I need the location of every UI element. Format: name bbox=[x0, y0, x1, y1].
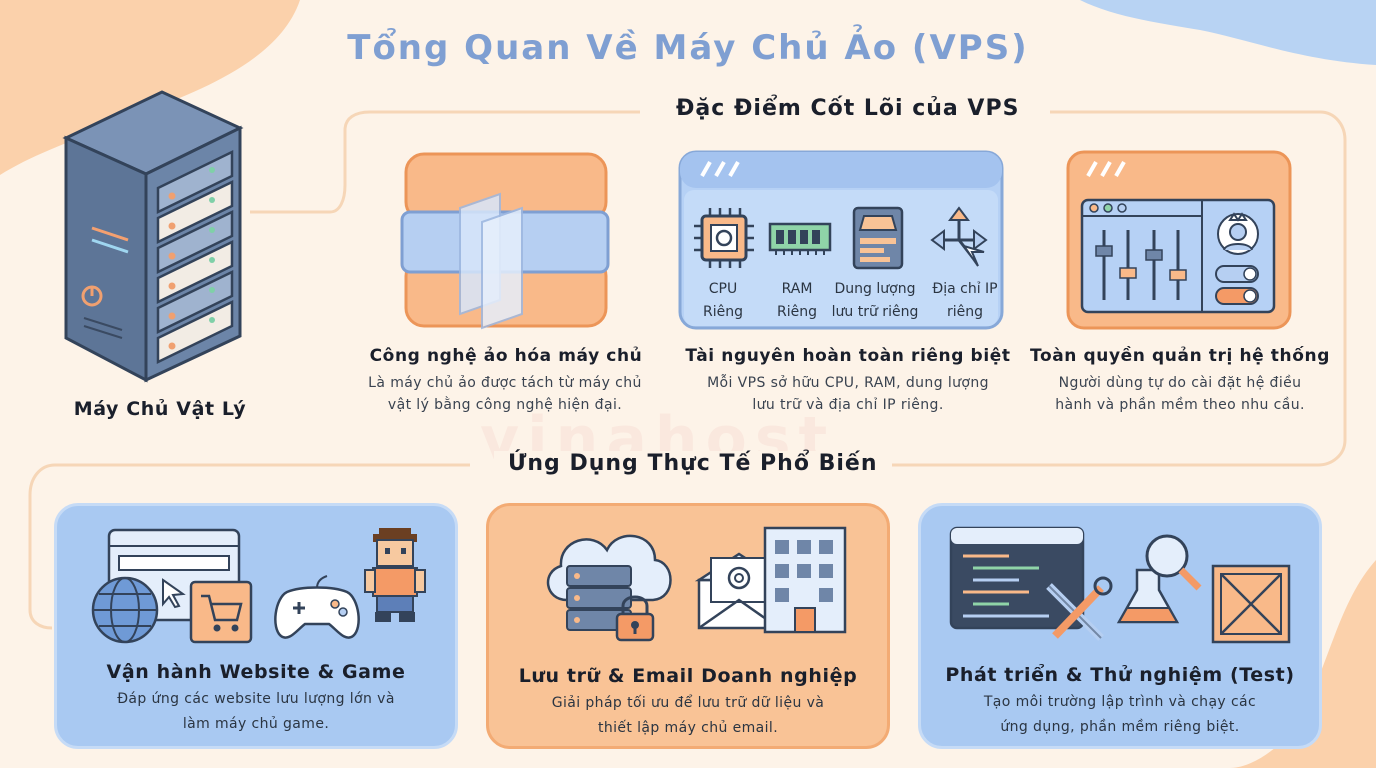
app-card-title-website-game: Vận hành Website & Game bbox=[106, 661, 406, 683]
pixel-character-icon bbox=[364, 528, 426, 622]
code-editor-icon bbox=[949, 526, 1085, 630]
virtualization-icon bbox=[400, 152, 610, 330]
padlock-icon bbox=[615, 595, 655, 642]
app-card-title-storage-email: Lưu trữ & Email Doanh nghiệp bbox=[518, 665, 858, 687]
apps-section-heading: Ứng Dụng Thực Tế Phổ Biến bbox=[494, 451, 892, 476]
admin-control-panel-icon bbox=[1066, 150, 1292, 330]
wrench-screwdriver-icon bbox=[1046, 576, 1113, 641]
office-building-icon bbox=[763, 526, 847, 634]
cloud-storage-icon bbox=[546, 534, 672, 631]
physical-server-icon bbox=[62, 90, 244, 383]
flask-magnifier-icon bbox=[1116, 534, 1202, 624]
globe-icon bbox=[91, 576, 159, 644]
page-title: Tổng Quan Về Máy Chủ Ảo (VPS) bbox=[347, 28, 1029, 68]
feature-title-resources: Tài nguyên hoàn toàn riêng biệt bbox=[685, 346, 1011, 366]
app-card-storage-email: Lưu trữ & Email Doanh nghiệp Giải pháp t… bbox=[486, 503, 890, 749]
app-card-dev-test: Phát triển & Thử nghiệm (Test) Tạo môi t… bbox=[918, 503, 1322, 749]
ram-icon bbox=[768, 222, 832, 255]
cpu-icon bbox=[694, 208, 754, 268]
app-card-title-dev-test: Phát triển & Thử nghiệm (Test) bbox=[945, 664, 1295, 686]
feature-title-virtualization: Công nghệ ảo hóa máy chủ bbox=[369, 346, 643, 366]
gamepad-icon bbox=[274, 575, 360, 639]
resource-panel bbox=[678, 150, 1004, 330]
ip-routing-icon bbox=[930, 206, 988, 267]
app-card-website-game: Vận hành Website & Game Đáp ứng các webs… bbox=[54, 503, 458, 749]
shopping-cart-icon bbox=[189, 580, 253, 644]
cursor-icon bbox=[162, 578, 186, 609]
feature-title-admin: Toàn quyền quản trị hệ thống bbox=[1030, 346, 1330, 366]
wooden-crate-icon bbox=[1211, 564, 1291, 644]
core-section-heading: Đặc Điểm Cốt Lõi của VPS bbox=[662, 96, 1034, 121]
server-label: Máy Chủ Vật Lý bbox=[73, 398, 247, 420]
storage-icon bbox=[852, 206, 904, 270]
